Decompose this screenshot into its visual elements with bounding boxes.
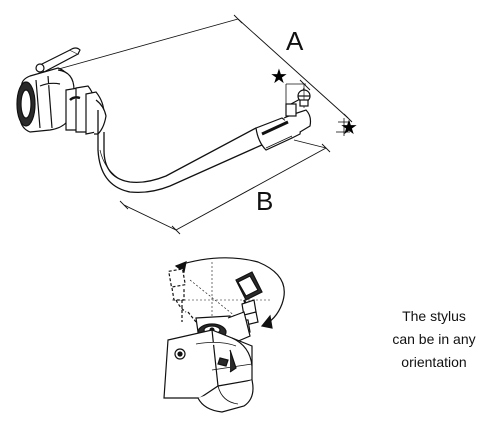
reference-marks [285, 83, 350, 136]
stylus-current-position [231, 271, 263, 335]
probe-body [255, 109, 312, 151]
probe-assembly-illustration [16, 14, 353, 235]
star-marker-offset: ★ [340, 115, 358, 139]
caption-line-2: can be in any [392, 331, 476, 347]
dimension-a-line [47, 14, 353, 123]
dimension-a-label: A [286, 26, 304, 56]
stylus [285, 84, 311, 117]
orientation-caption: The stylus can be in any orientation [378, 305, 490, 374]
clamp-lever [35, 47, 81, 85]
extension-collar [65, 85, 107, 135]
star-marker-stylus: ★ [270, 64, 288, 88]
caption-line-1: The stylus [402, 308, 466, 324]
rotation-arrow [174, 257, 285, 329]
dimension-b-line [119, 139, 331, 235]
extension-tube [97, 110, 265, 194]
dimension-b-label: B [256, 186, 274, 216]
stylus-orientation-illustration [163, 257, 285, 413]
clamp-body [163, 329, 254, 413]
stylus-alternate-position [168, 268, 197, 323]
caption-line-3: orientation [401, 354, 467, 370]
